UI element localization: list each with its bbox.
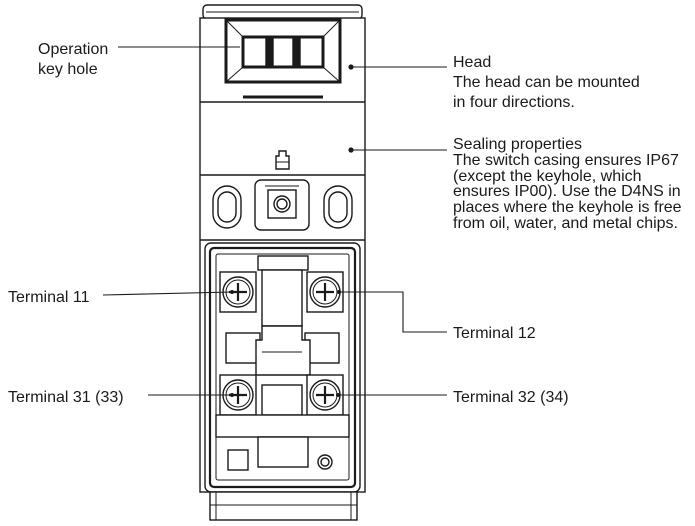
middle-block-left [225, 332, 261, 364]
screw-cross-icon [316, 283, 334, 301]
lower-center-block [257, 436, 309, 468]
conduit-opening [209, 491, 358, 521]
terminal-box [204, 242, 361, 493]
operation-key-hole [224, 18, 342, 84]
top-contact-bar [257, 255, 309, 271]
label-head-line-1: The head can be mounted [453, 74, 640, 91]
middle-contact-bridge [255, 325, 311, 376]
label-sealing-line-1: The switch casing ensures IP67 [453, 152, 679, 169]
leader-line-terminal-11 [102, 291, 233, 296]
mounting-hole-right-inner [328, 191, 348, 223]
label-head-title: Head [453, 54, 491, 71]
mounting-hole-left-inner [217, 191, 237, 223]
label-sealing-title: Sealing properties [453, 136, 582, 153]
mounting-plate [212, 179, 353, 231]
leader-dot-terminal-31 [230, 393, 234, 397]
key-hole-inner-frame [241, 35, 325, 69]
terminal-32-screw [306, 374, 344, 416]
leader-line-terminal-12 [339, 291, 447, 333]
label-terminal-31: Terminal 31 (33) [8, 389, 124, 406]
label-terminal-12: Terminal 12 [453, 325, 536, 342]
label-sealing-line-5: from oil, water, and metal chips. [453, 215, 678, 232]
key-hole-bevel-top-right [322, 19, 341, 38]
lower-left-step [227, 449, 249, 471]
label-key-hole: key hole [38, 61, 98, 78]
sealing-section [275, 150, 290, 170]
label-sealing-line-2: (except the keyhole, which [453, 168, 642, 185]
center-screw-inner [276, 198, 288, 210]
lower-band [215, 414, 350, 438]
label-operation: Operation [38, 41, 108, 58]
center-column-top [261, 269, 303, 327]
callout-labels: Operation key hole Head The head can be … [8, 41, 682, 406]
terminal-12-screw [306, 271, 344, 313]
leader-dot-terminal-11 [230, 290, 234, 294]
label-sealing-line-3: ensures IP00). Use the D4NS in [453, 183, 681, 200]
key-slot-divider-right [292, 36, 301, 68]
key-slot-divider-left [265, 36, 274, 68]
screw-cross-icon [316, 386, 334, 404]
seal-tab-icon [275, 150, 290, 170]
label-terminal-32: Terminal 32 (34) [453, 389, 569, 406]
leader-lines [102, 46, 447, 397]
key-hole-bevel-bottom-left [225, 66, 244, 83]
center-column-bottom [261, 384, 303, 416]
label-head-line-2: in four directions. [453, 94, 575, 111]
terminal-11-screw [219, 271, 257, 313]
label-terminal-11: Terminal 11 [8, 289, 90, 306]
conduit-base [209, 491, 358, 521]
label-sealing-line-4: places where the keyhole is free [453, 199, 682, 216]
key-hole-bevel-bottom-right [322, 66, 341, 83]
key-hole-bevel-top-left [225, 19, 244, 38]
ground-screw-inner [320, 457, 330, 467]
